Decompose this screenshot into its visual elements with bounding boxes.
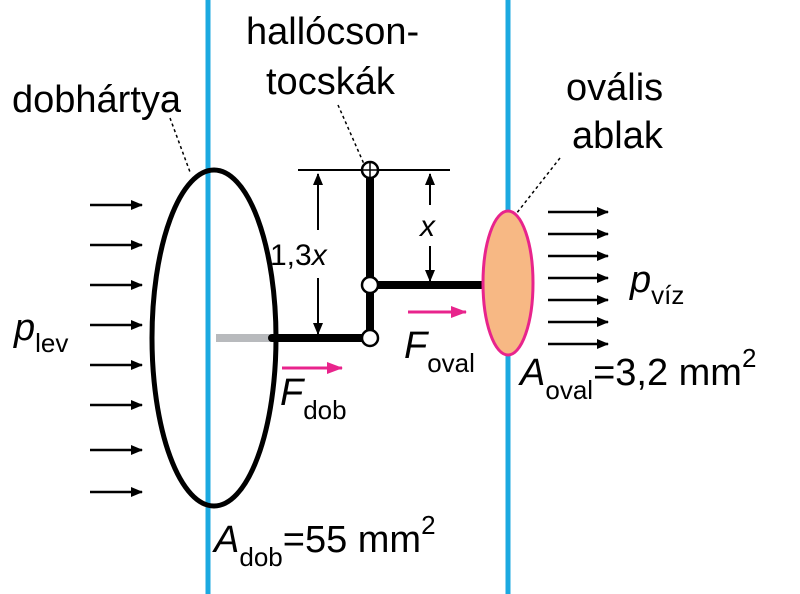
lever-long-variable: x — [310, 239, 328, 272]
eardrum-label: dobhártya — [12, 79, 182, 121]
area-eardrum-exponent: 2 — [421, 510, 435, 540]
oval-window-label-line2: ablak — [572, 115, 664, 157]
lever-short-label: x — [418, 210, 436, 243]
force-oval-subscript: oval — [427, 348, 475, 378]
air-pressure-subscript: lev — [35, 328, 68, 358]
area-oval-value: =3,2 mm — [593, 352, 742, 394]
force-eardrum-subscript: dob — [303, 395, 346, 425]
area-eardrum-value: =55 mm — [283, 519, 421, 561]
area-oval-exponent: 2 — [742, 343, 756, 373]
water-pressure-symbol: p — [629, 259, 651, 301]
air-pressure-arrows — [90, 200, 143, 497]
water-pressure-label: pvíz — [629, 259, 684, 310]
force-oval-symbol: F — [404, 325, 429, 367]
ossicles-label-line2: tocskák — [266, 61, 396, 103]
pivot-crosshair — [362, 162, 378, 178]
leader-lines — [169, 104, 561, 215]
area-eardrum-symbol: A — [212, 519, 239, 561]
ossicles-label-line1: hallócson- — [246, 11, 419, 53]
air-pressure-label: plev — [13, 307, 68, 358]
lever-long-value: 1,3 — [270, 239, 312, 272]
force-eardrum-symbol: F — [280, 372, 305, 414]
air-pressure-symbol: p — [13, 307, 35, 349]
oval-window-label-line1: ovális — [566, 67, 663, 109]
area-eardrum-label: Adob=55 mm2 — [212, 510, 436, 572]
water-pressure-subscript: víz — [651, 280, 684, 310]
lever-long-label: 1,3x — [270, 239, 328, 272]
area-oval-subscript: oval — [545, 375, 593, 405]
water-pressure-arrows — [548, 207, 609, 349]
area-eardrum-subscript: dob — [239, 542, 282, 572]
force-eardrum-label: Fdob — [280, 372, 347, 425]
force-oval-label: Foval — [404, 325, 475, 378]
area-oval-symbol: A — [518, 352, 545, 394]
oval-window-ellipse — [481, 209, 535, 357]
area-oval-label: Aoval=3,2 mm2 — [518, 343, 756, 405]
